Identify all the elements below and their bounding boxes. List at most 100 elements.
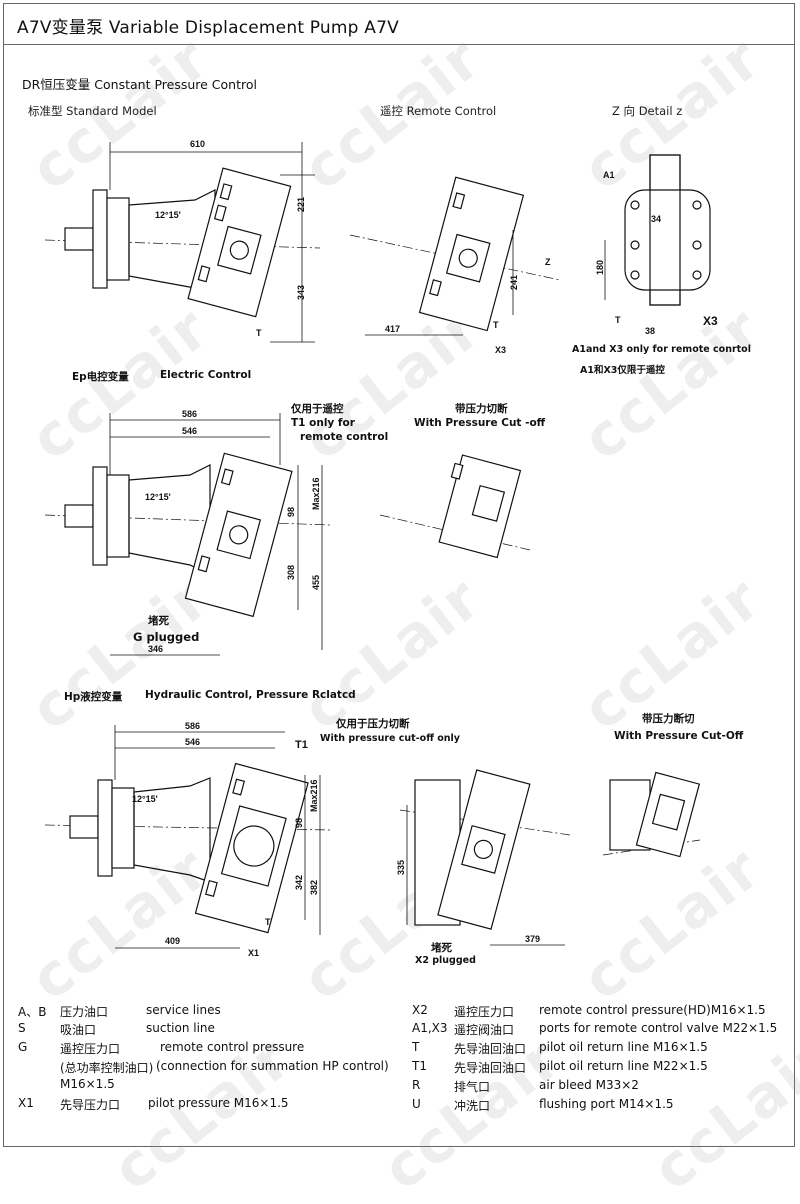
legend-cn: 冲洗口 (454, 1099, 491, 1113)
ep-cutoff-en: With Pressure Cut -off (414, 417, 546, 429)
legend-en: flushing port M14×1.5 (539, 1097, 674, 1111)
legend-code: U (412, 1097, 421, 1111)
legend-code: X1 (18, 1096, 34, 1110)
dr-standard-label: 标准型 Standard Model (28, 104, 157, 118)
dim-34: 34 (651, 214, 661, 224)
legend-en: ports for remote control valve M22×1.5 (539, 1021, 778, 1035)
hp-cutoff-en: With Pressure Cut-Off (614, 730, 744, 742)
legend-en: pilot pressure M16×1.5 (148, 1096, 289, 1110)
legend-en: service lines (146, 1003, 221, 1017)
legend-code: T (412, 1040, 420, 1054)
dr-section-title: DR恒压变量 Constant Pressure Control (22, 77, 257, 92)
ep-plugged-cn: 堵死 (148, 615, 169, 627)
legend-cn: 遥控阀油口 (454, 1023, 515, 1037)
legend-code: A、B (18, 1005, 47, 1019)
hp-cutoff-drawing (602, 771, 701, 858)
legend-en: remote control pressure (160, 1040, 305, 1054)
ep-cutoff-cn: 带压力切断 (455, 403, 508, 415)
legend-en: remote control pressure(HD)M16×1.5 (539, 1003, 766, 1017)
dr-detail-note-en: A1and X3 only for remote conrtol (572, 344, 751, 355)
legend-cn: (总功率控制油口) (60, 1061, 154, 1075)
legend-code: G (18, 1040, 28, 1054)
dim-546: 546 (185, 737, 200, 747)
legend-en: pilot oil return line M16×1.5 (539, 1040, 708, 1054)
legend-code: X2 (412, 1003, 428, 1017)
port-x3-label: X3 (495, 345, 506, 355)
port-t-label: T (256, 328, 262, 338)
hp-cutoff-cn: 带压力断切 (642, 713, 695, 725)
hp-title-cn: Hp液控变量 (64, 691, 123, 703)
dim-455: 455 (311, 575, 321, 590)
dim-382: 382 (309, 880, 319, 895)
dim-308: 308 (286, 565, 296, 580)
legend-code: A1,X3 (412, 1021, 448, 1035)
dim-379: 379 (525, 934, 540, 944)
dim-max216: Max216 (311, 477, 321, 510)
legend-en: pilot oil return line M22×1.5 (539, 1059, 708, 1073)
legend-cn: 先导油回油口 (454, 1061, 527, 1075)
dim-342: 342 (294, 875, 304, 890)
port-t-label: T (493, 320, 499, 330)
angle-label: 12°15' (155, 210, 181, 220)
dim-335: 335 (396, 860, 406, 875)
dr-remote-label: 遥控 Remote Control (380, 104, 497, 118)
port-x1-label: X1 (248, 948, 259, 958)
dim-546: 546 (182, 426, 197, 436)
legend-left: A、B 压力油口 service lines S 吸油口 suction lin… (18, 1003, 398, 1123)
legend-code: T1 (412, 1059, 427, 1073)
legend-cn: 先导压力口 (60, 1098, 121, 1112)
legend-cn: 压力油口 (60, 1005, 109, 1019)
dr-detail-drawing: 180 A1 34 T 38 X3 (595, 154, 718, 336)
ep-remote-only-cn: 仅用于遥控 (291, 403, 344, 415)
dim-98: 98 (286, 507, 296, 517)
port-a1-label: A1 (603, 170, 615, 180)
dim-38: 38 (645, 326, 655, 336)
dim-343: 343 (296, 285, 306, 300)
ep-remote-only-en-2: remote control (300, 431, 389, 443)
hp-cutoff-only-cn: 仅用于压力切断 (336, 718, 410, 730)
dr-detail-note-cn: A1和X3仅限于遥控 (580, 365, 665, 376)
dim-586: 586 (185, 721, 200, 731)
port-x3-label: X3 (703, 314, 718, 328)
angle-label: 12°15' (145, 492, 171, 502)
legend-cn: 遥控压力口 (60, 1042, 121, 1056)
legend-cn: 吸油口 (60, 1023, 97, 1037)
legend-en: (connection for summation HP control) (156, 1059, 389, 1073)
legend-en: air bleed M33×2 (539, 1078, 639, 1092)
legend-en: suction line (146, 1021, 215, 1035)
hp-main-drawing: 586 546 T1 Max216 98 342 382 409 X1 12°1… (44, 721, 331, 958)
header-bar: A7V变量泵 Variable Displacement Pump A7V (3, 3, 795, 45)
dim-max216: Max216 (309, 779, 319, 812)
view-z-label: Z (545, 257, 551, 267)
dim-241: 241 (509, 275, 519, 290)
dr-standard-drawing: 610 221 343 12°15' T (44, 139, 321, 343)
dim-409: 409 (165, 936, 180, 946)
legend-right: X2 遥控压力口 remote control pressure(HD)M16×… (412, 1003, 792, 1123)
dim-346: 346 (148, 644, 163, 654)
legend-cn: M16×1.5 (60, 1077, 115, 1091)
dim-610: 610 (190, 139, 205, 149)
ep-plugged-en: G plugged (133, 630, 200, 644)
angle-label: 12°15' (132, 794, 158, 804)
page-title: A7V变量泵 Variable Displacement Pump A7V (17, 18, 399, 38)
dim-586: 586 (182, 409, 197, 419)
page-frame (3, 3, 795, 1147)
legend-code: R (412, 1078, 421, 1092)
port-t-label: T (265, 917, 271, 927)
dim-221: 221 (296, 197, 306, 212)
port-t1-label: T1 (295, 739, 308, 751)
hp-plugged-en: X2 plugged (415, 955, 476, 966)
hp-title-en: Hydraulic Control, Pressure Rclatcd (145, 689, 356, 701)
legend-cn: 排气口 (454, 1080, 491, 1094)
hp-cutoff-only-en: With pressure cut-off only (320, 733, 460, 744)
ep-cutoff-drawing (379, 454, 531, 559)
port-t-label: T (615, 315, 621, 325)
dim-180: 180 (595, 260, 605, 275)
ep-main-drawing: 586 546 Max216 98 308 455 346 12°15' (44, 409, 331, 656)
legend-cn: 遥控压力口 (454, 1005, 515, 1019)
ep-remote-only-en-1: T1 only for (291, 417, 355, 429)
hp-cutoff-only-drawing: 335 379 (396, 769, 571, 946)
legend-code: S (18, 1021, 26, 1035)
ep-title-cn: Ep电控变量 (72, 371, 129, 383)
dr-detail-label: Z 向 Detail z (612, 104, 683, 118)
